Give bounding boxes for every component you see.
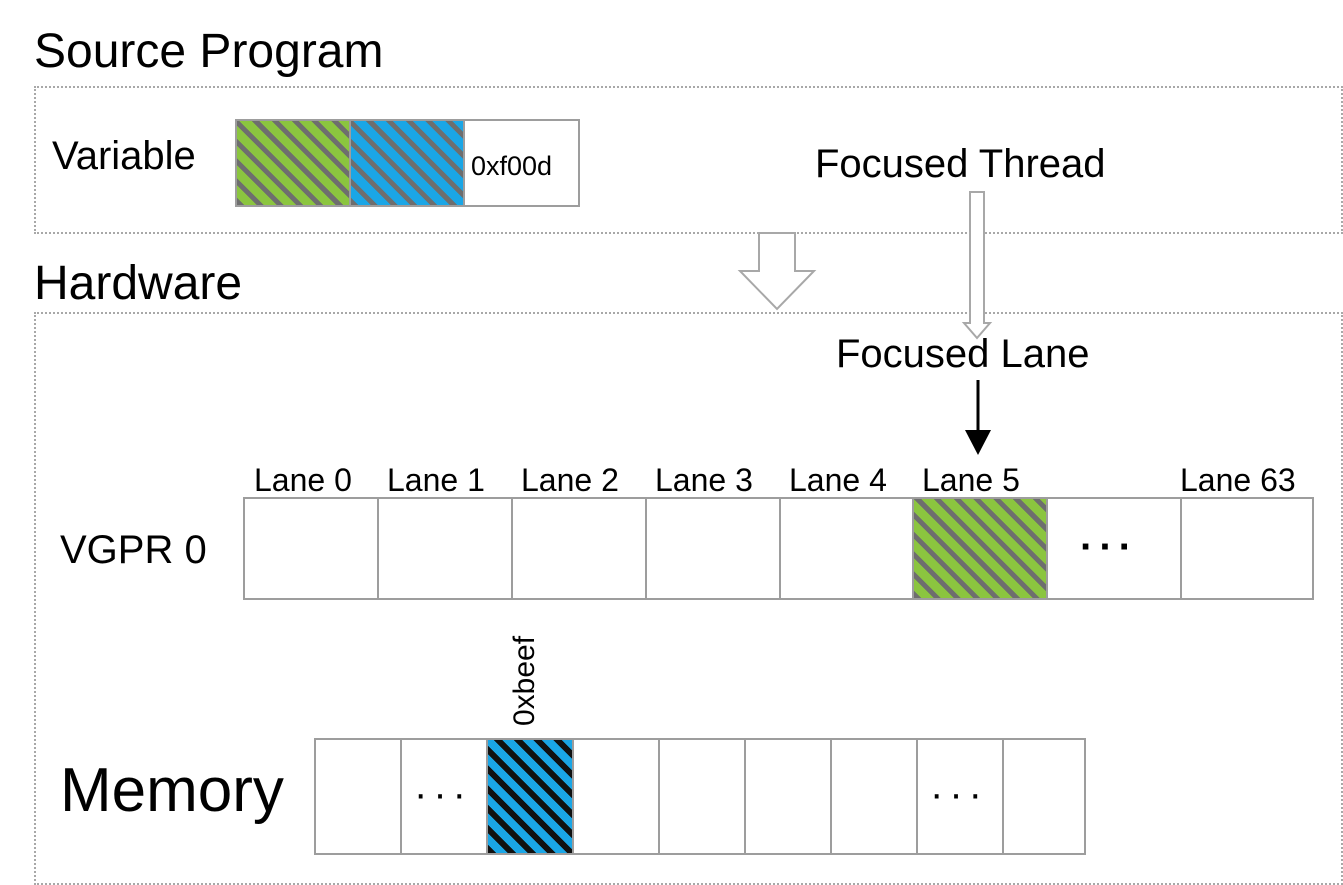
focused-thread-arrow	[961, 191, 993, 340]
focused-thread-label: Focused Thread	[815, 142, 1106, 186]
memory-cell-4	[658, 738, 746, 855]
vgpr-cell-2	[511, 497, 647, 600]
variable-value: 0xf00d	[471, 151, 553, 181]
focused-lane-arrow-head	[965, 430, 991, 455]
memory-cell-5	[744, 738, 832, 855]
memory-cell-8	[1002, 738, 1086, 855]
lane-label-5: Lane 5	[922, 462, 1020, 498]
vgpr-label: VGPR 0	[60, 528, 207, 572]
memory-ellipsis-left: ···	[414, 772, 472, 816]
vgpr-cell-0	[243, 497, 379, 600]
variable-cell-value: 0xf00d	[463, 119, 580, 207]
variable-cell-blue	[349, 119, 465, 207]
memory-cell-7: ···	[916, 738, 1004, 855]
memory-cell-1: ···	[400, 738, 488, 855]
variable-cell-green	[235, 119, 351, 207]
vgpr-cell-gap: ···	[1046, 497, 1182, 600]
lane-label-1: Lane 1	[387, 462, 485, 498]
hardware-title: Hardware	[34, 257, 243, 310]
memory-label: Memory	[60, 756, 284, 825]
vgpr-cell-3	[645, 497, 781, 600]
lane-label-0: Lane 0	[254, 462, 352, 498]
hardware-box	[34, 312, 1343, 885]
vgpr-cell-5	[912, 497, 1048, 600]
focused-lane-label: Focused Lane	[836, 332, 1090, 376]
vgpr-cell-63	[1180, 497, 1314, 600]
vgpr-cell-1	[377, 497, 513, 600]
lane-label-3: Lane 3	[655, 462, 753, 498]
memory-cell-0	[314, 738, 402, 855]
memory-cell-6	[830, 738, 918, 855]
source-program-box	[34, 86, 1343, 234]
vgpr-ellipsis: ···	[1080, 525, 1138, 569]
down-block-arrow	[737, 232, 817, 311]
memory-address-label: 0xbeef	[508, 635, 541, 726]
memory-cell-3	[572, 738, 660, 855]
vgpr-cell-4	[779, 497, 915, 600]
lane-label-4: Lane 4	[789, 462, 887, 498]
source-program-title: Source Program	[34, 25, 384, 78]
memory-ellipsis-right: ···	[930, 772, 988, 816]
lane-label-63: Lane 63	[1180, 462, 1296, 498]
memory-cell-beef	[486, 738, 574, 855]
variable-label: Variable	[52, 134, 196, 178]
lane-label-2: Lane 2	[521, 462, 619, 498]
